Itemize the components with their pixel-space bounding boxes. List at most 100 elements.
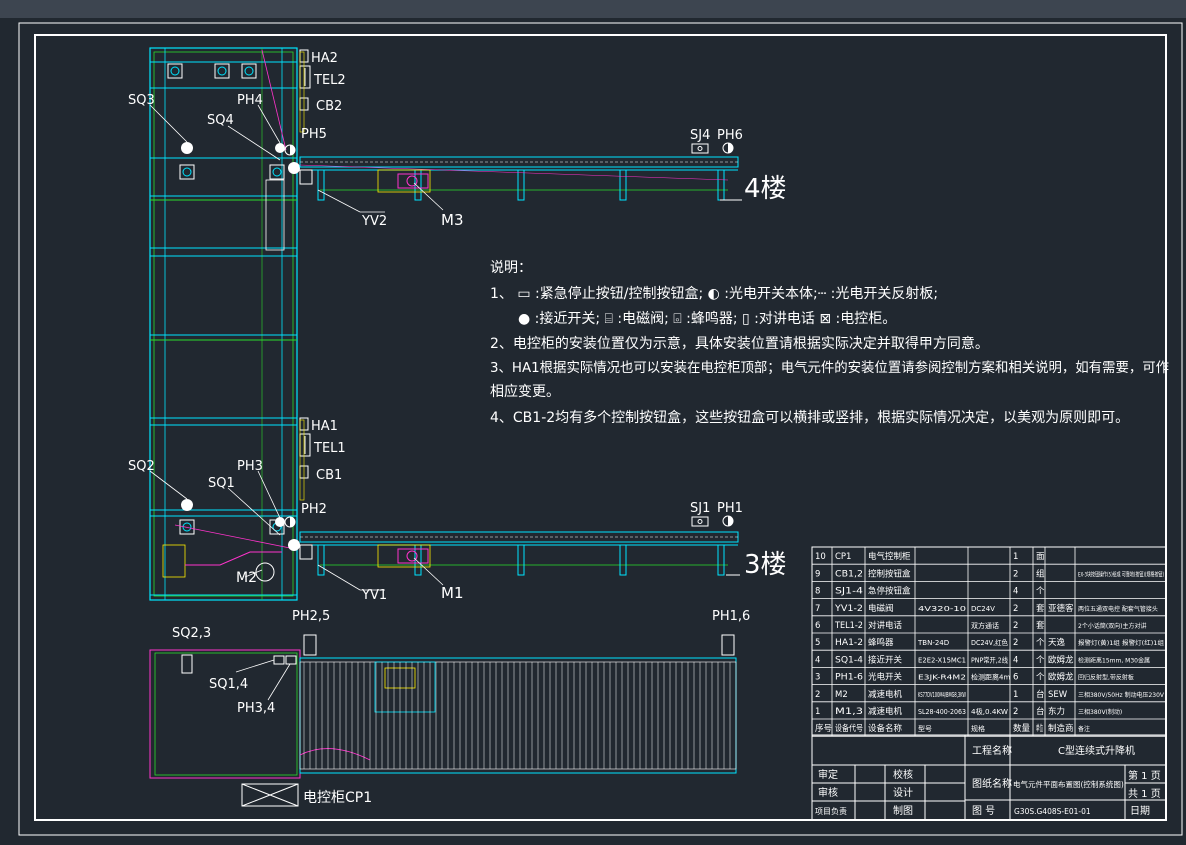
- bom-cell: 面: [1036, 552, 1045, 562]
- conveyor-3f: [299, 531, 740, 576]
- bom-cell: 接近开关: [868, 654, 903, 665]
- label-sq2: SQ2: [128, 459, 155, 474]
- bom-cell: 4极,0.4KW: [971, 707, 1008, 716]
- bom-cell: HA1-2: [835, 638, 863, 648]
- bom-cell: M2: [835, 690, 848, 700]
- label-m2: M2: [236, 570, 257, 586]
- bom-cell: 2: [1013, 707, 1018, 717]
- bom-header-cell: 备注: [1078, 725, 1090, 733]
- bom-cell: 8: [815, 587, 820, 597]
- bom-header-cell: 规格: [971, 724, 985, 733]
- outer-frame: [18, 22, 1183, 836]
- label-ph6: PH6: [717, 128, 743, 143]
- check-label: 校核: [893, 768, 913, 781]
- bom-header-cell: 型号: [918, 724, 932, 733]
- bom-header-cell: 单位: [1036, 723, 1043, 734]
- lead-label: 项目负责: [815, 806, 847, 816]
- bom-cell: TBN-24D: [917, 639, 949, 647]
- label-sq1-4: SQ1,4: [209, 677, 248, 692]
- bom-cell: 1: [815, 707, 820, 717]
- drawing-name: 电气元件平面布置图(控制系统图): [1013, 779, 1124, 789]
- lift-tower: [149, 47, 298, 601]
- bom-cell: 4: [815, 655, 820, 665]
- bom-cell: 4V320-10: [918, 605, 966, 613]
- label-ph1: PH1: [717, 501, 743, 516]
- bom-cell: E3JK-R4M2: [918, 674, 966, 682]
- design-label: 设计: [893, 786, 913, 799]
- emergency-stop-icon: [691, 516, 709, 527]
- bom-cell: 2: [815, 690, 820, 700]
- bom-cell: 7: [815, 604, 820, 614]
- bom-cell: 三相380V(制动): [1078, 708, 1122, 716]
- label-ph1-6: PH1,6: [712, 609, 750, 624]
- drawing-code: G30S.G408S-E01-01: [1014, 807, 1091, 816]
- bom-cell: 检测距离4m: [971, 673, 1010, 682]
- label-cb2: CB2: [316, 99, 342, 114]
- audit-label: 审核: [818, 786, 838, 799]
- lower-side-panel: [299, 417, 311, 501]
- label-yv1: YV1: [361, 588, 387, 603]
- project-name: C型连续式升降机: [1058, 744, 1135, 757]
- bom-cell: 三相380V/50Hz 制动电压230V: [1078, 691, 1165, 699]
- component-labels: HA2 TEL2 CB2 SQ3 PH4 SQ4 PH5 SJ4 PH6 YV2…: [128, 51, 787, 806]
- bom-cell: 双方通话: [971, 621, 999, 630]
- drawing-label: 图纸名称: [972, 777, 1012, 790]
- bom-cell: 9: [815, 569, 820, 579]
- code-label: 图 号: [972, 805, 995, 817]
- bom-cell: TEL1-2: [834, 621, 863, 631]
- label-cb1: CB1: [316, 468, 342, 483]
- bom-cell: SEW: [1048, 690, 1068, 700]
- bom-cell: 检测距离15mm, M30金属: [1078, 656, 1150, 664]
- notes-line-1: 1、 ▭ :紧急停止按钮/控制按钮盒; ◐ :光电开关本体;┄ :光电开关反射板…: [490, 285, 938, 302]
- label-ph5: PH5: [301, 127, 327, 142]
- conveyor-leaders: [317, 182, 444, 591]
- bom-cell: 减速电机: [868, 689, 903, 700]
- bom-cell: SQ1-4: [835, 655, 863, 665]
- bom-cell: 4: [1013, 587, 1018, 597]
- label-m1: M1: [441, 584, 464, 602]
- label-cabinet: 电控柜CP1: [303, 790, 372, 806]
- bom-cell: PNP常开,2线: [971, 655, 1008, 664]
- bom-cell: 2: [1013, 621, 1018, 631]
- bom-cell: 2: [1013, 638, 1018, 648]
- title-block: [811, 734, 1167, 821]
- bom-cell: KS77DV100M4/BMG8,3KW: [918, 691, 966, 699]
- label-sq3: SQ3: [128, 93, 155, 108]
- bom-header-cell: 序号: [815, 723, 832, 734]
- bom-cell: 回归反射型,带反射板: [1078, 674, 1134, 682]
- notes-title: 说明：: [490, 260, 532, 276]
- bom-cell: CP1: [835, 552, 851, 562]
- notes: 说明： 1、 ▭ :紧急停止按钮/控制按钮盒; ◐ :光电开关本体;┄ :光电开…: [490, 260, 1169, 426]
- bom-cell: 2: [1013, 569, 1018, 579]
- bom-cell: 控制按钮盒: [868, 568, 911, 579]
- bom-cell: 5: [815, 638, 820, 648]
- label-tel2: TEL2: [313, 73, 346, 88]
- bom-cell: 4: [1013, 655, 1018, 665]
- bom-cell: 电磁阀: [868, 603, 894, 614]
- bom-cell: 2个小话筒(双向)主方对讲: [1078, 622, 1147, 630]
- bom-cell: 个: [1036, 587, 1045, 597]
- bom-cell: SL28-400-2063: [918, 708, 966, 716]
- label-ph2: PH2: [301, 502, 327, 517]
- bom-cell: 电气控制柜: [868, 551, 911, 562]
- bom-cell: PH1-6: [835, 673, 863, 683]
- bom-cell: CB1,2: [835, 569, 863, 579]
- bom-cell: 2: [1013, 604, 1018, 614]
- bom-cell: SJ1-4: [835, 587, 863, 597]
- bom-cell: 欧姆龙: [1048, 672, 1074, 683]
- bom-header-cell: 设备名称: [868, 723, 903, 734]
- notes-line-3: 2、电控柜的安装位置仅为示意，具体安装位置请根据实际决定并取得甲方同意。: [490, 335, 989, 352]
- bom-cell: 欧姆龙: [1048, 654, 1074, 665]
- bom-cell: 套: [1036, 620, 1045, 631]
- bom-cell: 个: [1036, 638, 1045, 648]
- label-ph3-4: PH3,4: [237, 701, 275, 716]
- bom-cell: 1: [1013, 690, 1018, 700]
- bom-cell: 对讲电话: [868, 620, 903, 631]
- label-sj1: SJ1: [690, 501, 710, 516]
- bom-header-cell: 设备代号: [835, 723, 863, 734]
- notes-line-6: 4、CB1-2均有多个控制按钮盒，这些按钮盒可以横排或竖排，根据实际情况决定，以…: [490, 409, 1129, 426]
- conveyor-4f: [299, 156, 740, 201]
- bom-cell: 10: [815, 552, 826, 562]
